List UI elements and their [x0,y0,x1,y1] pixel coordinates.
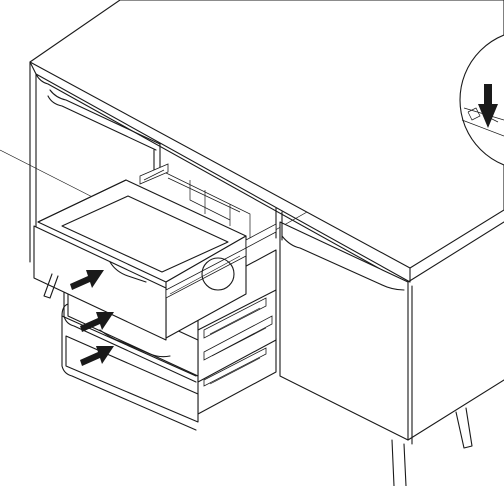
runner-detail-circle [201,257,235,291]
arrow-push-drawer-2 [80,312,114,332]
down-arrow-icon [478,84,498,128]
drawer-top [33,163,277,341]
cabinet-body [29,0,504,445]
arrow-push-drawer-1 [70,270,104,290]
cabinet-legs [43,273,473,486]
arrow-push-drawer-3 [80,346,114,366]
detail-callout [459,34,504,166]
